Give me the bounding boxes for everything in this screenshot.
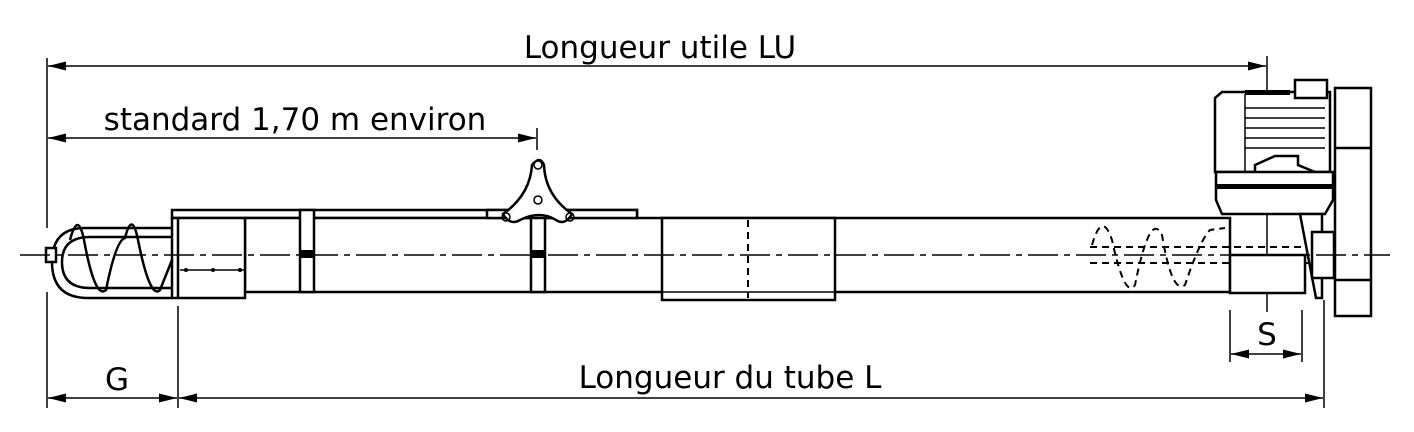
outlet-box — [1228, 253, 1307, 295]
auger-flight — [68, 223, 174, 293]
intake-housing — [170, 216, 247, 300]
s-label: S — [1257, 317, 1277, 353]
auger-machine — [44, 78, 1373, 318]
standard-length-label: standard 1,70 m environ — [104, 102, 487, 138]
motor — [1213, 78, 1373, 318]
drive-plate — [1333, 86, 1373, 318]
g-label: G — [105, 362, 129, 398]
useful-length-label: Longueur utile LU — [524, 30, 796, 66]
tube-length-label: Longueur du tube L — [579, 360, 883, 396]
gearbox-flange — [1214, 170, 1335, 216]
hidden-screw — [1091, 225, 1226, 289]
dimension-lines — [48, 61, 1323, 403]
